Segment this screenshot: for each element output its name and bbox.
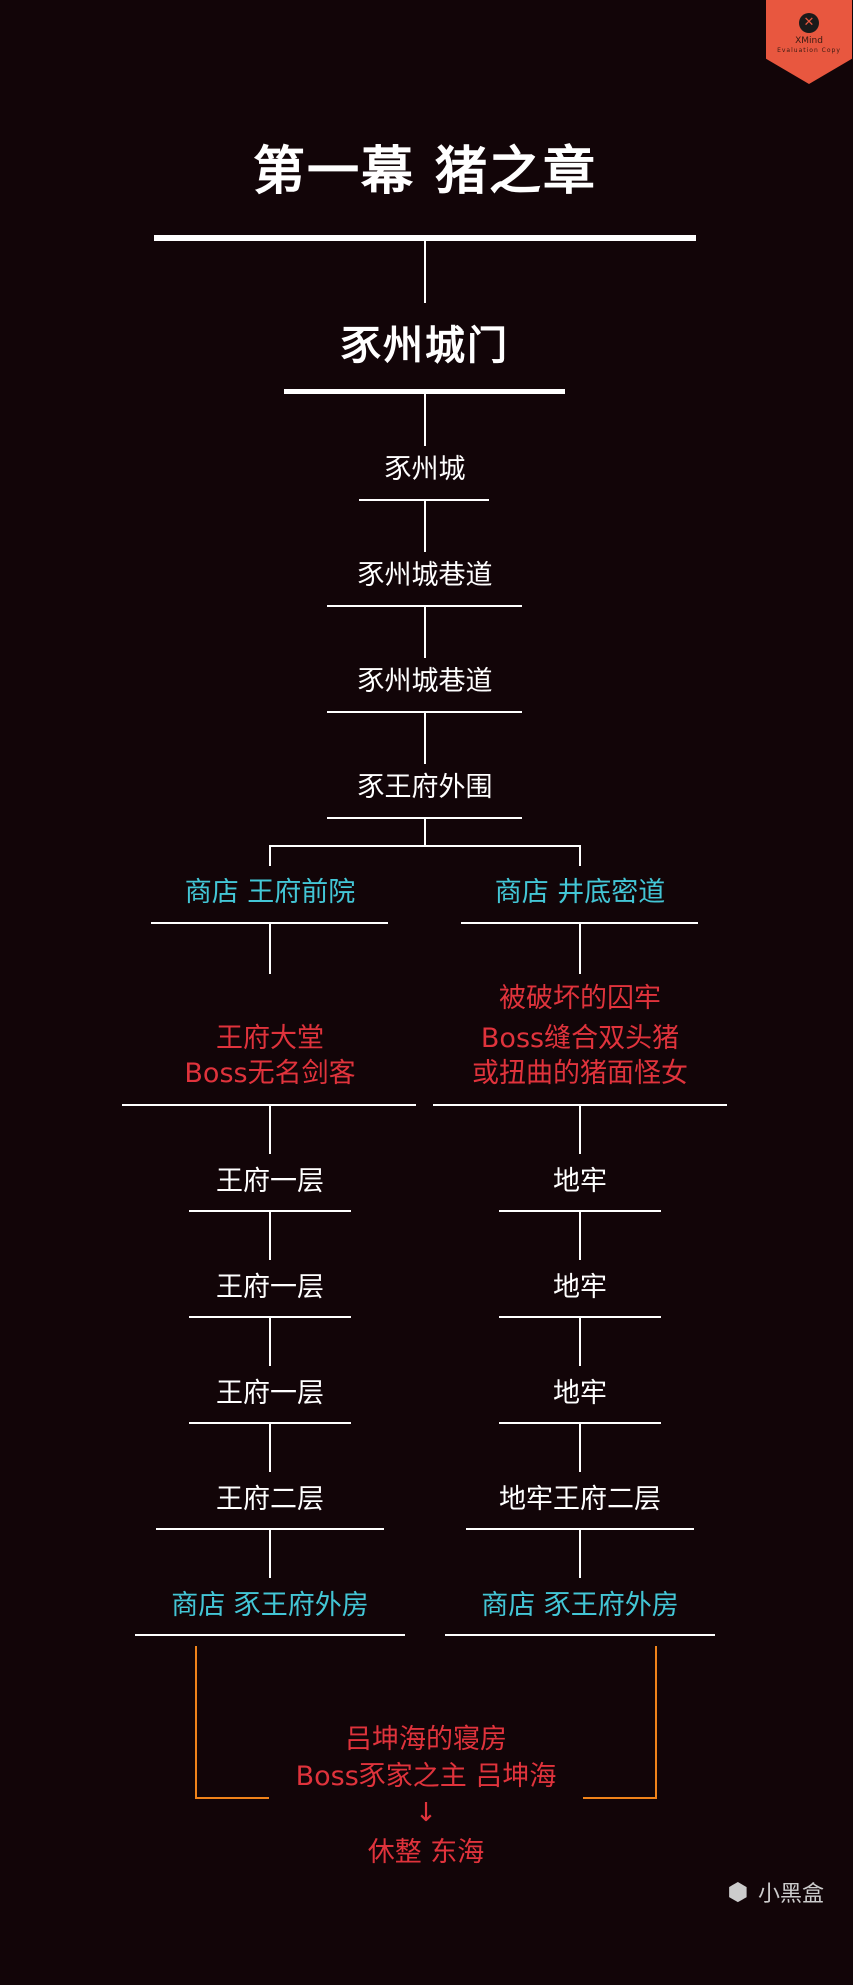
left-step-3: 王府一层 <box>216 1378 324 1409</box>
area-underline <box>284 389 565 394</box>
merge-line-left-bottom <box>195 1797 269 1799</box>
merge-line-right-bottom <box>583 1797 657 1799</box>
connector <box>424 241 426 303</box>
right-shop-node: 商店 井底密道 <box>494 877 666 908</box>
area-title: 豕州城门 <box>341 323 509 369</box>
xmind-watermark: ✕ XMind Evaluation Copy <box>766 0 852 84</box>
node-underline <box>122 1104 416 1106</box>
node-main-4: 豕王府外围 <box>357 772 493 803</box>
title-underline <box>154 235 696 241</box>
node-underline <box>466 1528 694 1530</box>
xmind-brand: XMind <box>795 36 823 46</box>
heihe-logo-icon: ⬢ <box>727 1878 749 1906</box>
heihe-watermark: ⬢ 小黑盒 <box>724 1876 825 1908</box>
fork-line <box>269 845 581 847</box>
right-step-3: 地牢 <box>553 1378 607 1409</box>
connector <box>424 501 426 552</box>
connector <box>269 1212 271 1260</box>
heihe-site-label: 小黑盒 <box>758 1882 825 1907</box>
xmind-logo-icon: ✕ <box>799 13 819 33</box>
node-main-1: 豕州城 <box>384 454 466 485</box>
right-boss-alt: 或扭曲的猪面怪女 <box>472 1058 688 1089</box>
left-end-shop: 商店 豕王府外房 <box>171 1590 369 1621</box>
left-step-1: 王府一层 <box>216 1166 324 1197</box>
xmind-evaluation-label: Evaluation Copy <box>777 47 841 54</box>
node-underline <box>189 1210 351 1212</box>
node-underline <box>156 1528 384 1530</box>
connector <box>579 1530 581 1578</box>
connector <box>579 845 581 866</box>
left-step-4: 王府二层 <box>216 1484 324 1515</box>
merge-line-left <box>195 1646 197 1799</box>
right-step-4: 地牢王府二层 <box>499 1484 661 1515</box>
final-boss: Boss豕家之主 吕坤海 <box>295 1761 557 1792</box>
node-underline <box>499 1422 661 1424</box>
connector <box>269 924 271 974</box>
connector <box>579 1106 581 1154</box>
node-underline <box>151 922 388 924</box>
chapter-title: 第一幕 猪之章 <box>252 142 598 202</box>
node-underline <box>189 1422 351 1424</box>
connector <box>269 845 271 866</box>
connector <box>579 1424 581 1472</box>
connector <box>424 713 426 764</box>
node-underline <box>433 1104 727 1106</box>
connector <box>269 1318 271 1366</box>
node-main-2: 豕州城巷道 <box>357 560 493 591</box>
node-underline <box>359 499 489 501</box>
right-step-1: 地牢 <box>553 1166 607 1197</box>
right-boss-name: Boss缝合双头猪 <box>480 1023 680 1054</box>
connector <box>424 394 426 446</box>
node-underline <box>499 1316 661 1318</box>
merge-line-right <box>655 1646 657 1799</box>
left-step-2: 王府一层 <box>216 1272 324 1303</box>
node-underline <box>499 1210 661 1212</box>
right-step-2: 地牢 <box>553 1272 607 1303</box>
node-underline <box>189 1316 351 1318</box>
left-boss-name: Boss无名剑客 <box>184 1058 356 1089</box>
final-location: 吕坤海的寝房 <box>345 1724 507 1755</box>
right-end-shop: 商店 豕王府外房 <box>481 1590 679 1621</box>
node-underline <box>327 605 522 607</box>
node-underline <box>445 1634 715 1636</box>
connector <box>269 1424 271 1472</box>
node-underline <box>461 922 698 924</box>
node-underline <box>327 817 522 819</box>
connector <box>579 1212 581 1260</box>
connector <box>269 1106 271 1154</box>
node-underline <box>327 711 522 713</box>
down-arrow-icon: ↓ <box>415 1798 437 1828</box>
connector <box>424 819 426 846</box>
connector <box>579 924 581 974</box>
right-boss-location: 被破坏的囚牢 <box>499 983 661 1014</box>
left-shop-node: 商店 王府前院 <box>184 877 356 908</box>
connector <box>579 1318 581 1366</box>
connector <box>424 607 426 658</box>
rest-node: 休整 东海 <box>367 1837 485 1868</box>
node-underline <box>135 1634 405 1636</box>
connector <box>269 1530 271 1578</box>
left-boss-location: 王府大堂 <box>216 1023 324 1054</box>
node-main-3: 豕州城巷道 <box>357 666 493 697</box>
